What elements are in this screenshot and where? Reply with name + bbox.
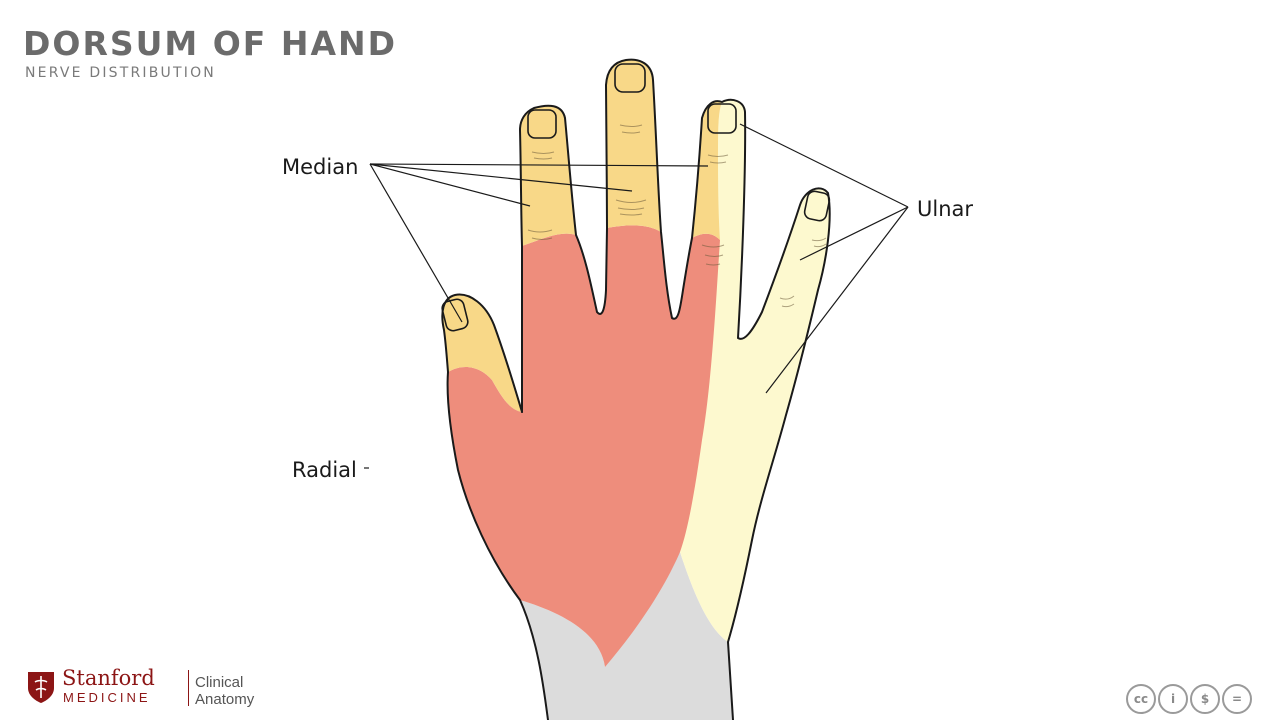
medicine-wordmark: MEDICINE — [63, 690, 151, 705]
middle-finger-nail — [614, 63, 646, 93]
stanford-wordmark: Stanford — [62, 666, 155, 690]
median-leader-middle — [369, 163, 633, 192]
ulnar-label: Ulnar — [917, 197, 973, 221]
fingernails — [441, 63, 831, 332]
noncommercial-icon: $ — [1190, 684, 1220, 714]
knuckle-creases — [527, 124, 827, 308]
thumb-nail — [441, 298, 469, 332]
median-region — [442, 59, 722, 412]
median-label: Median — [282, 155, 358, 179]
ring-finger-nail — [707, 103, 737, 134]
ulnar-leader-ring — [739, 123, 909, 208]
radial-label: Radial — [292, 458, 357, 482]
logo-divider — [188, 670, 189, 706]
noderivatives-icon: = — [1222, 684, 1252, 714]
hand-outline — [441, 58, 831, 720]
attribution-icon: i — [1158, 684, 1188, 714]
stanford-shield-icon — [28, 672, 54, 703]
radial-region — [447, 225, 720, 667]
ulnar-leader-palm — [765, 206, 909, 394]
clinical-anatomy-label: Clinical Anatomy — [195, 674, 254, 708]
cc-icon: cc — [1126, 684, 1156, 714]
page-subtitle: NERVE DISTRIBUTION — [25, 65, 216, 81]
median-leader-index — [369, 163, 531, 207]
leader-lines — [364, 123, 909, 469]
median-leader-ring — [369, 163, 709, 167]
anatomy-line: Anatomy — [195, 691, 255, 708]
median-leader-thumb — [369, 163, 463, 323]
little-finger-nail — [803, 190, 831, 222]
page-title: DORSUM OF HAND — [23, 24, 398, 63]
clinical-line: Clinical — [195, 674, 244, 691]
ulnar-leader-little — [799, 206, 909, 261]
index-finger-nail — [527, 109, 557, 139]
